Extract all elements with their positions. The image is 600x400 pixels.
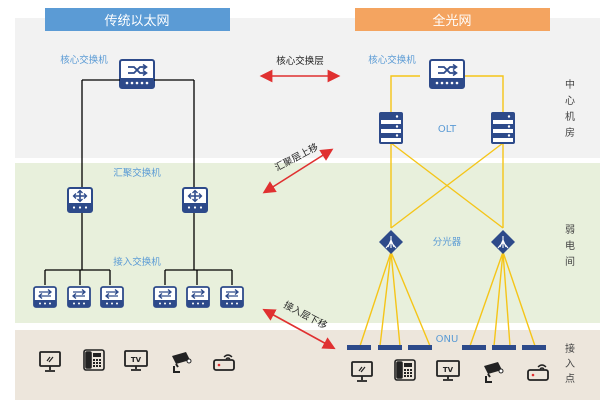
router-icon bbox=[527, 364, 549, 381]
router-icon bbox=[213, 354, 235, 371]
left-aggregation-switch-1-icon bbox=[67, 187, 93, 213]
onu-5 bbox=[492, 345, 516, 350]
left-aggregation-label: 汇聚交换机 bbox=[113, 167, 161, 179]
left-core-switch-icon bbox=[119, 59, 155, 89]
band-label-center-room: 中 心 机 房 bbox=[565, 78, 575, 139]
onu-3 bbox=[408, 345, 432, 350]
right-endpoints: TV bbox=[351, 359, 549, 383]
tv-text: TV bbox=[131, 356, 142, 364]
left-access-switch-6-icon bbox=[220, 286, 244, 308]
left-title-box bbox=[45, 8, 230, 31]
right-core-label: 核心交换机 bbox=[368, 54, 416, 66]
olt-label: OLT bbox=[438, 124, 457, 135]
olt-1-icon bbox=[379, 112, 403, 144]
left-access-label: 接入交换机 bbox=[113, 256, 161, 268]
tv-icon: TV bbox=[124, 350, 148, 371]
monitor-icon bbox=[351, 361, 373, 382]
phone-icon bbox=[83, 349, 105, 371]
left-access-switch-5-icon bbox=[186, 286, 210, 308]
tv-text: TV bbox=[443, 366, 454, 374]
monitor-icon bbox=[39, 351, 61, 372]
onu-1 bbox=[347, 345, 371, 350]
band-label-access-point-2: 入 bbox=[565, 359, 575, 370]
band-label-access-point-1: 接 bbox=[565, 342, 575, 355]
right-core-switch-icon bbox=[429, 59, 465, 89]
aggregation-up-arrow bbox=[262, 148, 334, 194]
left-access-switch-3-icon bbox=[100, 286, 124, 308]
left-links bbox=[44, 80, 233, 285]
left-endpoints: TV bbox=[39, 349, 235, 373]
left-aggregation-switch-2-icon bbox=[182, 187, 208, 213]
onu-bars bbox=[347, 345, 546, 350]
access-down-arrow bbox=[262, 308, 336, 350]
camera-icon bbox=[484, 362, 504, 383]
band-label-center-room-1: 中 bbox=[565, 78, 575, 91]
phone-icon bbox=[394, 359, 416, 381]
left-access-switch-4-icon bbox=[153, 286, 177, 308]
splitter-label: 分光器 bbox=[433, 236, 462, 248]
band-label-access-point-3: 点 bbox=[565, 373, 575, 385]
band-label-weak-current-2: 电 bbox=[565, 239, 575, 252]
olt-2-icon bbox=[491, 112, 515, 144]
left-access-switch-1-icon bbox=[33, 286, 57, 308]
right-title: 全光网 bbox=[432, 13, 471, 29]
tv-icon: TV bbox=[436, 360, 460, 381]
onu-6 bbox=[522, 345, 546, 350]
onu-4 bbox=[462, 345, 486, 350]
access-point-band bbox=[15, 330, 600, 400]
band-label-weak-current: 弱 电 间 bbox=[565, 224, 575, 268]
band-label-weak-current-1: 弱 bbox=[565, 224, 575, 236]
center-core-layer-label: 核心交换层 bbox=[276, 55, 324, 67]
band-label-center-room-2: 心 bbox=[565, 95, 575, 107]
band-label-center-room-3: 机 bbox=[565, 110, 575, 123]
left-access-switch-2-icon bbox=[67, 286, 91, 308]
onu-label: ONU bbox=[436, 334, 459, 345]
left-title: 传统以太网 bbox=[104, 14, 169, 29]
right-title-box bbox=[355, 8, 550, 31]
camera-icon bbox=[172, 352, 192, 373]
left-core-label: 核心交换机 bbox=[60, 54, 108, 66]
band-label-access-point: 接 入 点 bbox=[565, 342, 575, 385]
band-label-center-room-4: 房 bbox=[565, 126, 575, 139]
band-label-weak-current-3: 间 bbox=[565, 255, 575, 268]
onu-2 bbox=[378, 345, 402, 350]
fiber-links bbox=[359, 75, 536, 347]
